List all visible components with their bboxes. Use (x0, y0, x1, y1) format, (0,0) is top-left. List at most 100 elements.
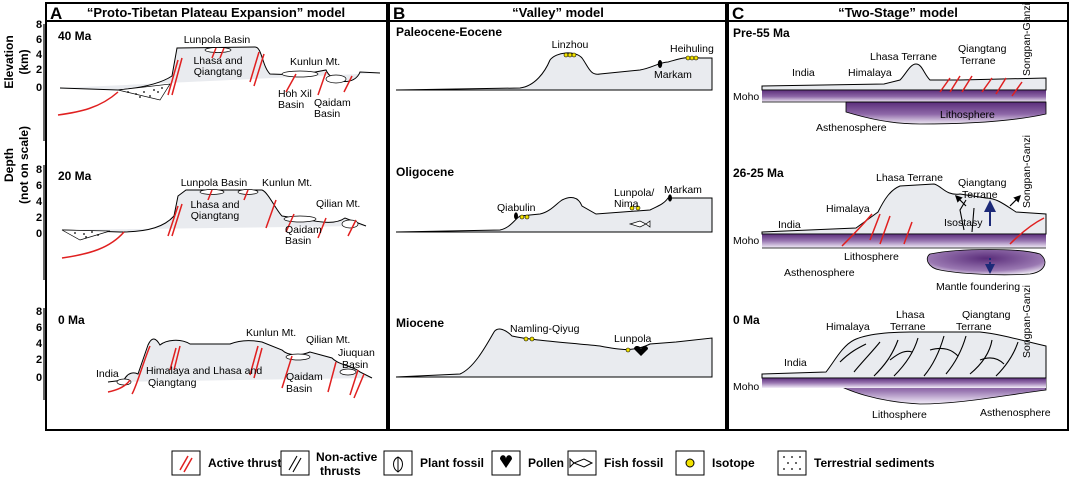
legend-fish-fossil: Fish fossil (567, 450, 663, 476)
label-moho: Moho (733, 235, 759, 247)
label-lhasa-terrane: Lhasa Terrane (876, 172, 943, 184)
axis-depth-unit: (not on scale) (17, 126, 31, 204)
panel-b-row-paleocene-eocene: Paleocene-Eocene Linzhou Heihuling Marka… (395, 25, 714, 91)
label-asthenosphere: Asthenosphere (980, 407, 1051, 419)
label-lithosphere: Lithosphere (940, 109, 995, 121)
label-india: India (792, 67, 815, 79)
label-qiabulin: Qiabulin (497, 202, 536, 214)
label-qaidam: Qaidam (286, 371, 323, 383)
panel-b-row-oligocene: Oligocene Qiabulin Lunpola/ Nima Markam (395, 165, 713, 233)
label-india: India (778, 219, 801, 231)
label-mantle-foundering: Mantle foundering (936, 281, 1020, 293)
label-songpan-ganzi: Songpan-Ganzi (1021, 285, 1033, 358)
tick-r3-2: 2 (36, 354, 42, 366)
label-qiangtang: Qiangtang (958, 177, 1007, 189)
svg-text:Plant fossil: Plant fossil (420, 456, 484, 470)
pollen-marker (634, 346, 648, 356)
svg-text:thrusts: thrusts (320, 464, 361, 478)
label-lunpola: Lunpola (614, 333, 652, 345)
label-asthenosphere: Asthenosphere (816, 122, 887, 134)
panel-a-title: “Proto-Tibetan Plateau Expansion” model (87, 5, 345, 20)
label-lunpola-basin: Lunpola Basin (184, 34, 251, 46)
legend-isotope: Isotope (675, 450, 755, 476)
panel-c-letter: C (732, 4, 744, 23)
label-qilian-mt: Qilian Mt. (306, 334, 350, 346)
label-lhasa: Lhasa (896, 309, 925, 321)
label-jiuquan-basin: Basin (342, 359, 368, 371)
label-qiangtang: Qiangtang (194, 66, 243, 78)
label-qiangtang: Qiangtang (148, 377, 197, 389)
label-terrane: Terrane (960, 55, 996, 67)
label-nima: Nima (614, 198, 639, 210)
label-qaidam-basin: Basin (286, 383, 312, 395)
panel-a-row-0ma: 0 Ma Kunlun Mt. Qilian Mt. Jiuquan Basin… (58, 313, 375, 399)
tick-r2-4: 4 (36, 196, 43, 208)
label-namling-qiyug: Namling-Qiyug (510, 323, 580, 335)
panel-a-row-20ma: 20 Ma Lunpola Basin Kunlun Mt. Lhasa and… (58, 169, 367, 259)
tick-r1-2: 2 (36, 64, 42, 76)
label-qaidam-basin: Basin (314, 108, 340, 120)
label-hoh-xil-basin: Basin (278, 99, 304, 111)
label-himalaya-lhasa: Himalaya and Lhasa and (146, 365, 262, 377)
age-label: Oligocene (396, 165, 454, 179)
svg-text:Isotope: Isotope (712, 456, 755, 470)
label-asthenosphere: Asthenosphere (784, 267, 855, 279)
label-qaidam: Qaidam (314, 97, 351, 109)
age-label: Pre-55 Ma (733, 26, 790, 40)
lithosphere (845, 101, 1047, 125)
isotope-markers (563, 52, 699, 61)
topography-profile (395, 197, 713, 233)
label-qiangtang: Qiangtang (191, 210, 240, 222)
legend-terrestrial-sediments: Terrestrial sediments (777, 450, 935, 476)
label-moho: Moho (733, 91, 759, 103)
label-india: India (784, 357, 807, 369)
label-himalaya: Himalaya (826, 321, 870, 333)
label-songpan-ganzi: Songpan-Ganzi (1021, 135, 1033, 208)
label-kunlun-mt: Kunlun Mt. (262, 177, 312, 189)
legend-pollen: Pollen (491, 450, 564, 476)
panel-c-title: “Two-Stage” model (838, 5, 958, 20)
svg-text:Active thrusts: Active thrusts (208, 456, 288, 470)
axis-depth-label: Depth (2, 148, 16, 182)
label-heihuling: Heihuling (670, 43, 714, 55)
age-label: 20 Ma (58, 169, 92, 183)
panel-b-letter: B (393, 4, 405, 23)
label-isostasy: Isostasy (944, 217, 983, 229)
label-kunlun-mt: Kunlun Mt. (246, 327, 296, 339)
legend-active-thrusts: Active thrusts (171, 450, 288, 476)
tick-r2-0: 0 (36, 228, 42, 240)
label-lhasa-and: Lhasa and (193, 55, 242, 67)
svg-text:Terrestrial sediments: Terrestrial sediments (814, 456, 935, 470)
age-label: 40 Ma (58, 29, 92, 43)
tick-r1-6: 6 (36, 34, 42, 46)
age-label: 0 Ma (58, 313, 85, 327)
topography-profile (761, 183, 1047, 235)
label-hoh-xil: Hoh Xil (278, 88, 312, 100)
foundering-lithosphere (926, 249, 1046, 276)
axis-elevation-unit: (km) (17, 49, 31, 74)
svg-text:Pollen: Pollen (528, 456, 564, 470)
label-lunpola-basin: Lunpola Basin (181, 177, 248, 189)
tick-r1-0: 0 (36, 82, 42, 94)
panel-c-row-pre55ma: Pre-55 Ma Moho India Himalaya Lhasa Terr… (733, 3, 1047, 134)
topography-profile (107, 338, 373, 383)
age-label: 0 Ma (733, 313, 760, 327)
label-songpan-ganzi: Songpan-Ganzi (1021, 3, 1033, 76)
tick-r2-2: 2 (36, 212, 42, 224)
label-lhasa-terrane: Lhasa Terrane (870, 51, 937, 63)
label-kunlun-mt: Kunlun Mt. (290, 56, 340, 68)
axis-elevation-label: Elevation (2, 35, 16, 88)
topography-profile (761, 331, 1047, 379)
age-label: Miocene (396, 316, 444, 330)
label-lithosphere: Lithosphere (844, 251, 899, 263)
label-qilian-mt: Qilian Mt. (316, 198, 360, 210)
topography-profile (761, 63, 1047, 91)
tick-r1-4: 4 (36, 49, 43, 61)
label-lithosphere: Lithosphere (872, 409, 927, 421)
legend: Active thrusts Non-active thrusts Plant … (171, 450, 935, 478)
legend-plant-fossil: Plant fossil (383, 450, 484, 476)
label-moho: Moho (733, 381, 759, 393)
topography-profile (395, 52, 713, 91)
tick-r2-8: 8 (36, 164, 42, 176)
tick-r3-4: 4 (36, 338, 43, 350)
